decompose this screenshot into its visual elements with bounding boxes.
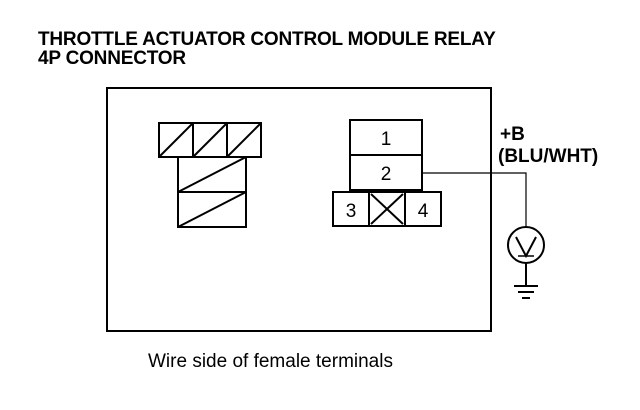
terminal-2: 2 bbox=[349, 154, 423, 191]
terminal-4-label: 4 bbox=[418, 201, 429, 222]
terminal-3: 3 bbox=[332, 191, 370, 227]
probe-lead bbox=[422, 172, 527, 227]
ground-symbol-icon bbox=[514, 263, 538, 299]
terminal-1-label: 1 bbox=[381, 129, 392, 150]
voltmeter-icon bbox=[507, 226, 545, 264]
probe-label-plus-b: +B bbox=[500, 124, 525, 145]
diagram-title-line-1: THROTTLE ACTUATOR CONTROL MODULE RELAY bbox=[38, 29, 496, 50]
terminal-2-label: 2 bbox=[381, 164, 392, 185]
x-box-icon bbox=[368, 191, 406, 227]
diagram-caption: Wire side of female terminals bbox=[148, 351, 393, 372]
terminal-4: 4 bbox=[404, 191, 442, 227]
mating-connector-icon bbox=[158, 122, 262, 228]
terminal-1: 1 bbox=[349, 119, 423, 156]
connector-frame bbox=[106, 87, 492, 332]
diagram-title-line-2: 4P CONNECTOR bbox=[38, 48, 186, 69]
probe-label-wire-color: (BLU/WHT) bbox=[498, 146, 598, 167]
terminal-3-label: 3 bbox=[346, 201, 357, 222]
